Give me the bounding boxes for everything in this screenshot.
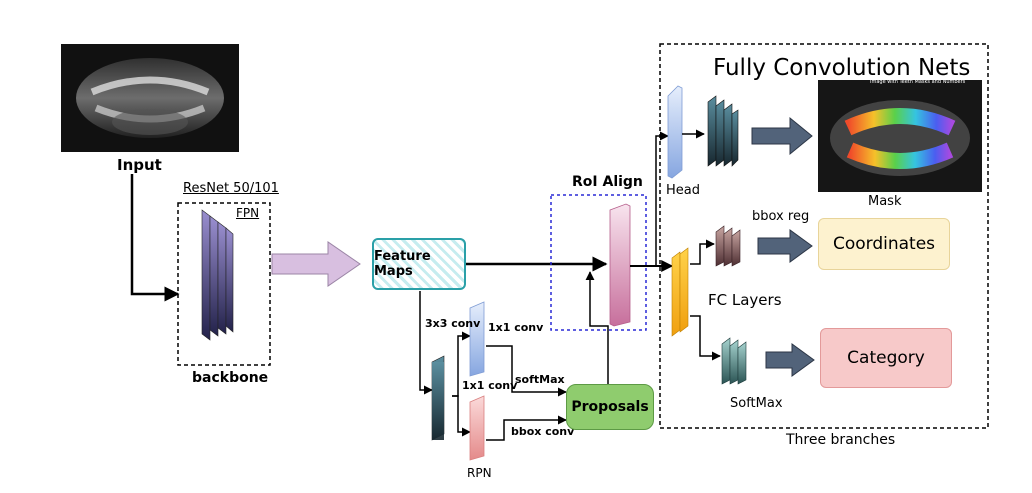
softmax-to-category-arrow [765,343,815,377]
rpn-softmax-label: softMax [515,373,565,386]
rpn-3x3-conv-label: 3x3 conv [425,317,481,330]
head-layer [667,85,683,179]
input-label: Input [117,156,162,174]
backbone-box [177,202,271,366]
fc-layers [671,247,689,337]
three-branches-label: Three branches [786,432,896,448]
category-label: Category [847,348,925,368]
rpn-cls-conv-layer [469,301,485,377]
backbone-layers [201,209,234,341]
proposals-label: Proposals [571,399,649,415]
coordinates-box: Coordinates [818,218,950,270]
bbox-reg-layers [715,225,741,267]
feature-maps-label: Feature Maps [374,249,431,279]
rpn-label: RPN [467,466,492,480]
input-xray-image [61,44,239,152]
fpn-label: FPN [236,206,260,220]
backbone-label: backbone [192,370,269,386]
mask-conv-layers [707,95,739,167]
feature-maps-box: Feature Maps [372,238,466,290]
softmax-to-proposals-arrow [486,345,567,397]
fcn-title: Fully Convolution Nets [713,55,971,81]
mask-output-image [818,80,982,192]
fc-to-bbox-arrow [690,239,715,265]
input-to-backbone-arrow [130,174,180,302]
roi-align-layer [609,203,631,327]
proposals-box: Proposals [566,384,654,430]
fc-layers-label: FC Layers [708,291,782,309]
bbox-to-proposals-arrow [486,415,567,441]
head-label: Head [666,183,700,198]
coordinates-label: Coordinates [832,234,936,254]
rpn-bbox-conv-label: bbox conv [511,425,575,438]
bbox-reg-label: bbox reg [752,209,810,224]
mask-label: Mask [868,194,902,209]
softmax-layers [721,337,747,385]
fcn-box [659,43,989,429]
conv-to-mask-arrow [751,116,813,156]
roi-align-label: RoI Align [572,174,643,190]
rpn-1x1-conv-bottom-label: 1x1 conv [462,379,518,392]
features-to-rpn-arrow [419,291,433,395]
softmax-label: SoftMax [730,396,783,411]
rpn-1x1-conv-top-label: 1x1 conv [488,321,544,334]
rpn-to-reg-conv-arrow [452,395,471,437]
category-box: Category [820,328,952,388]
rpn-shared-conv-layer [431,355,445,441]
roi-align-box [550,194,647,331]
bbox-to-coordinates-arrow [757,229,813,263]
proposals-to-roi-arrow [585,271,609,384]
fc-to-softmax-arrow [690,315,721,361]
backbone-title: ResNet 50/101 [183,181,279,196]
rpn-reg-conv-layer [469,395,485,461]
roi-to-head-arrow [655,131,669,266]
backbone-to-features-arrow [271,241,361,287]
mask-image-caption: Image with Teeth Masks and Numbers [870,79,966,85]
